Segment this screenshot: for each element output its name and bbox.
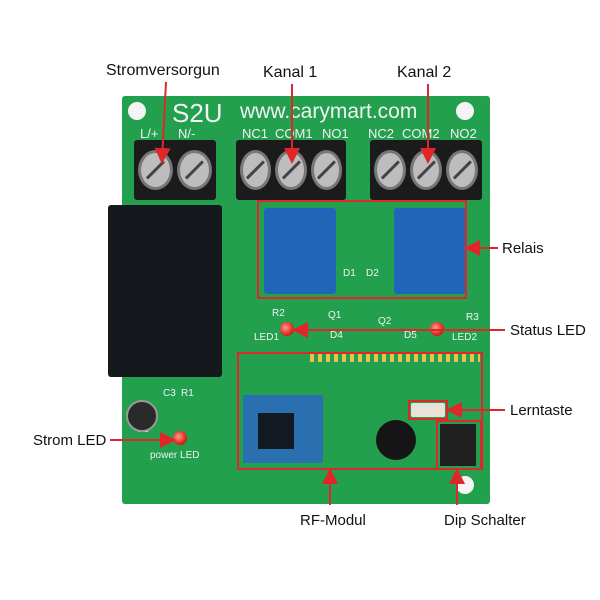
silk-led1: LED1 [254, 332, 280, 343]
terminal-label: L/+ [140, 126, 159, 141]
board-url: www.carymart.com [240, 100, 418, 123]
relay-2 [394, 208, 466, 294]
silk-d5: D5 [404, 330, 417, 341]
label-relays: Relais [502, 240, 544, 257]
channel2-terminal-block [370, 140, 482, 200]
terminal-label: NO2 [450, 126, 477, 141]
mount-hole [128, 102, 146, 120]
power-supply-module [108, 205, 222, 377]
silk-d2: D2 [366, 268, 379, 279]
arrow-power [154, 81, 171, 164]
terminal-label: NC2 [368, 126, 395, 141]
label-power-led: Strom LED [33, 432, 107, 449]
relay-1 [264, 208, 336, 294]
dip-switch[interactable] [440, 424, 476, 466]
terminal-label: COM2 [402, 126, 440, 141]
silk-power-led: power LED [150, 450, 200, 461]
pin-header [310, 352, 480, 362]
label-dip-switch: Dip Schalter [444, 512, 526, 529]
label-status-led: Status LED [510, 322, 586, 339]
board-model: S2U [172, 98, 223, 128]
status-led-1 [280, 322, 294, 336]
label-power: Stromversorgun [106, 62, 220, 79]
capacitor [126, 400, 158, 432]
label-channel2: Kanal 2 [397, 64, 452, 81]
silk-d4: D4 [330, 330, 343, 341]
silk-c3: C3 [163, 388, 176, 399]
silk-led2: LED2 [452, 332, 478, 343]
terminal-label: COM1 [275, 126, 313, 141]
silk-r2: R2 [272, 308, 285, 319]
silk-q1: Q1 [328, 310, 342, 321]
buzzer [376, 420, 416, 460]
mount-hole [456, 102, 474, 120]
label-rf-module: RF-Modul [300, 512, 366, 529]
terminal-label: NO1 [322, 126, 349, 141]
silk-d1: D1 [343, 268, 356, 279]
learn-button[interactable] [411, 403, 445, 417]
terminal-label: N/- [178, 126, 196, 141]
power-led [173, 431, 187, 445]
silk-r3: R3 [466, 312, 479, 323]
label-channel1: Kanal 1 [263, 64, 318, 81]
silk-r1: R1 [181, 388, 194, 399]
rf-chip [258, 413, 294, 449]
terminal-label: NC1 [242, 126, 269, 141]
label-learn-button: Lerntaste [510, 402, 573, 419]
silk-q2: Q2 [378, 316, 392, 327]
